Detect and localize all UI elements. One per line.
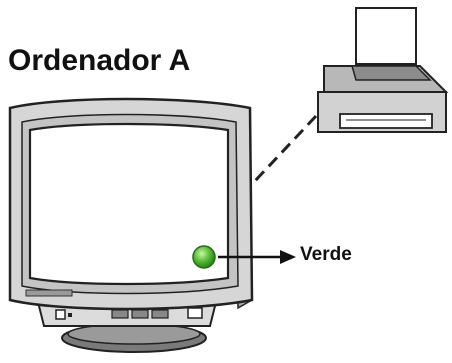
arrow-pointer [218, 250, 296, 264]
led-indicator [192, 245, 216, 269]
printer-icon [317, 7, 449, 133]
monitor-icon [8, 97, 254, 353]
diagram-title: Ordenador A [8, 44, 191, 77]
cable-dashed-line [252, 114, 318, 184]
led-label: Verde [300, 244, 352, 265]
